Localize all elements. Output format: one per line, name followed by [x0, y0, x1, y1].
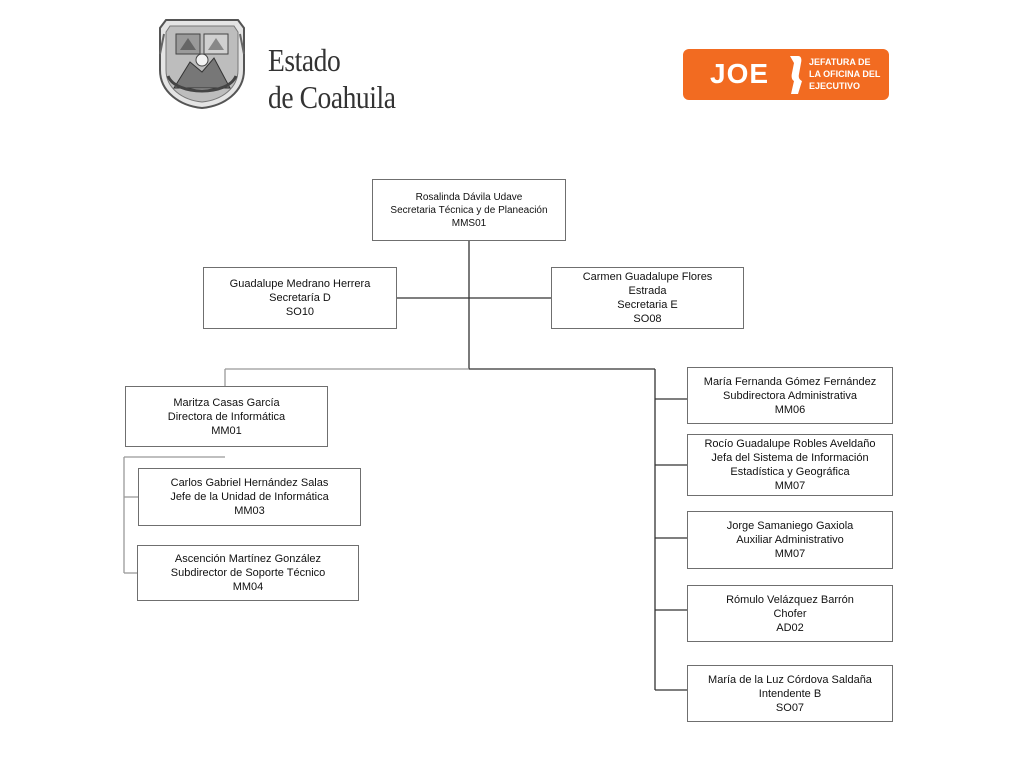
node-title-line1: Jefa del Sistema de Información: [711, 452, 869, 464]
state-title-line2: de Coahuila: [268, 79, 396, 115]
node-code: MM07: [774, 480, 806, 492]
state-title: Estado de Coahuila: [268, 42, 396, 116]
node-title: Secretaria Técnica y de Planeación: [390, 204, 548, 216]
node-name: Rómulo Velázquez Barrón: [726, 593, 854, 606]
node-name: Carlos Gabriel Hernández Salas: [170, 477, 329, 489]
node-name: Jorge Samaniego Gaxiola: [726, 520, 854, 532]
state-title-line1: Estado: [268, 42, 341, 78]
node-code: MM06: [774, 403, 806, 416]
node-code: MM07: [774, 548, 806, 560]
node-name: María Fernanda Gómez Fernández: [703, 375, 877, 388]
joe-logo: JOE JEFATURA DE LA OFICINA DEL EJECUTIVO: [683, 49, 889, 100]
node-code: SO07: [775, 701, 805, 714]
node-title: Subdirectora Administrativa: [723, 389, 857, 402]
node-name-line2: Estrada: [628, 285, 667, 297]
node-name: Maritza Casas García: [173, 396, 280, 409]
joe-sub-line3: EJECUTIVO: [809, 81, 861, 91]
node-title: Auxiliar Administrativo: [736, 534, 844, 546]
node-title: Secretaría D: [269, 292, 331, 304]
org-node-subdirector-soporte: Ascención Martínez González Subdirector …: [137, 545, 359, 601]
node-name: Rosalinda Dávila Udave: [415, 191, 523, 203]
org-node-root: Rosalinda Dávila Udave Secretaria Técnic…: [372, 179, 566, 241]
coahuila-coat-of-arms-icon: [159, 19, 245, 110]
org-node-secretaria-e: Carmen Guadalupe Flores Estrada Secretar…: [551, 267, 744, 329]
org-node-directora-informatica: Maritza Casas García Directora de Inform…: [125, 386, 328, 447]
org-node-secretaria-d: Guadalupe Medrano Herrera Secretaría D S…: [203, 267, 397, 329]
node-code: AD02: [776, 621, 804, 634]
org-node-jefa-sistema-informacion: Rocío Guadalupe Robles Aveldaño Jefa del…: [687, 434, 893, 496]
node-title: Intendente B: [758, 687, 822, 700]
node-name: Guadalupe Medrano Herrera: [229, 278, 371, 290]
node-name: Rocío Guadalupe Robles Aveldaño: [704, 438, 876, 450]
joe-sub-line1: JEFATURA DE: [809, 57, 871, 67]
node-title: Subdirector de Soporte Técnico: [170, 567, 326, 579]
node-name: Ascención Martínez González: [174, 553, 322, 565]
node-code: MMS01: [451, 217, 487, 229]
org-node-chofer: Rómulo Velázquez Barrón Chofer AD02: [687, 585, 893, 642]
node-title: Secretaria E: [617, 299, 678, 311]
node-title: Chofer: [773, 607, 807, 620]
org-node-jefe-informatica: Carlos Gabriel Hernández Salas Jefe de l…: [138, 468, 361, 526]
node-title: Jefe de la Unidad de Informática: [170, 491, 329, 503]
node-code: MM01: [211, 424, 242, 437]
node-name: María de la Luz Córdova Saldaña: [708, 673, 872, 686]
joe-logo-subtitle: JEFATURA DE LA OFICINA DEL EJECUTIVO: [809, 56, 889, 92]
node-name-line1: Carmen Guadalupe Flores: [582, 271, 713, 283]
node-code: SO08: [633, 313, 662, 325]
org-node-auxiliar-administrativo: Jorge Samaniego Gaxiola Auxiliar Adminis…: [687, 511, 893, 569]
node-code: MM03: [234, 505, 265, 517]
node-title: Directora de Informática: [167, 410, 286, 423]
node-code: SO10: [285, 306, 315, 318]
joe-logo-word: JOE: [710, 58, 770, 89]
joe-sub-line2: LA OFICINA DEL: [809, 69, 881, 79]
joe-bracket-icon: [790, 56, 802, 94]
node-title-line2: Estadística y Geográfica: [730, 466, 850, 478]
node-code: MM04: [232, 581, 264, 593]
org-node-subdirectora-administrativa: María Fernanda Gómez Fernández Subdirect…: [687, 367, 893, 424]
org-node-intendente: María de la Luz Córdova Saldaña Intenden…: [687, 665, 893, 722]
